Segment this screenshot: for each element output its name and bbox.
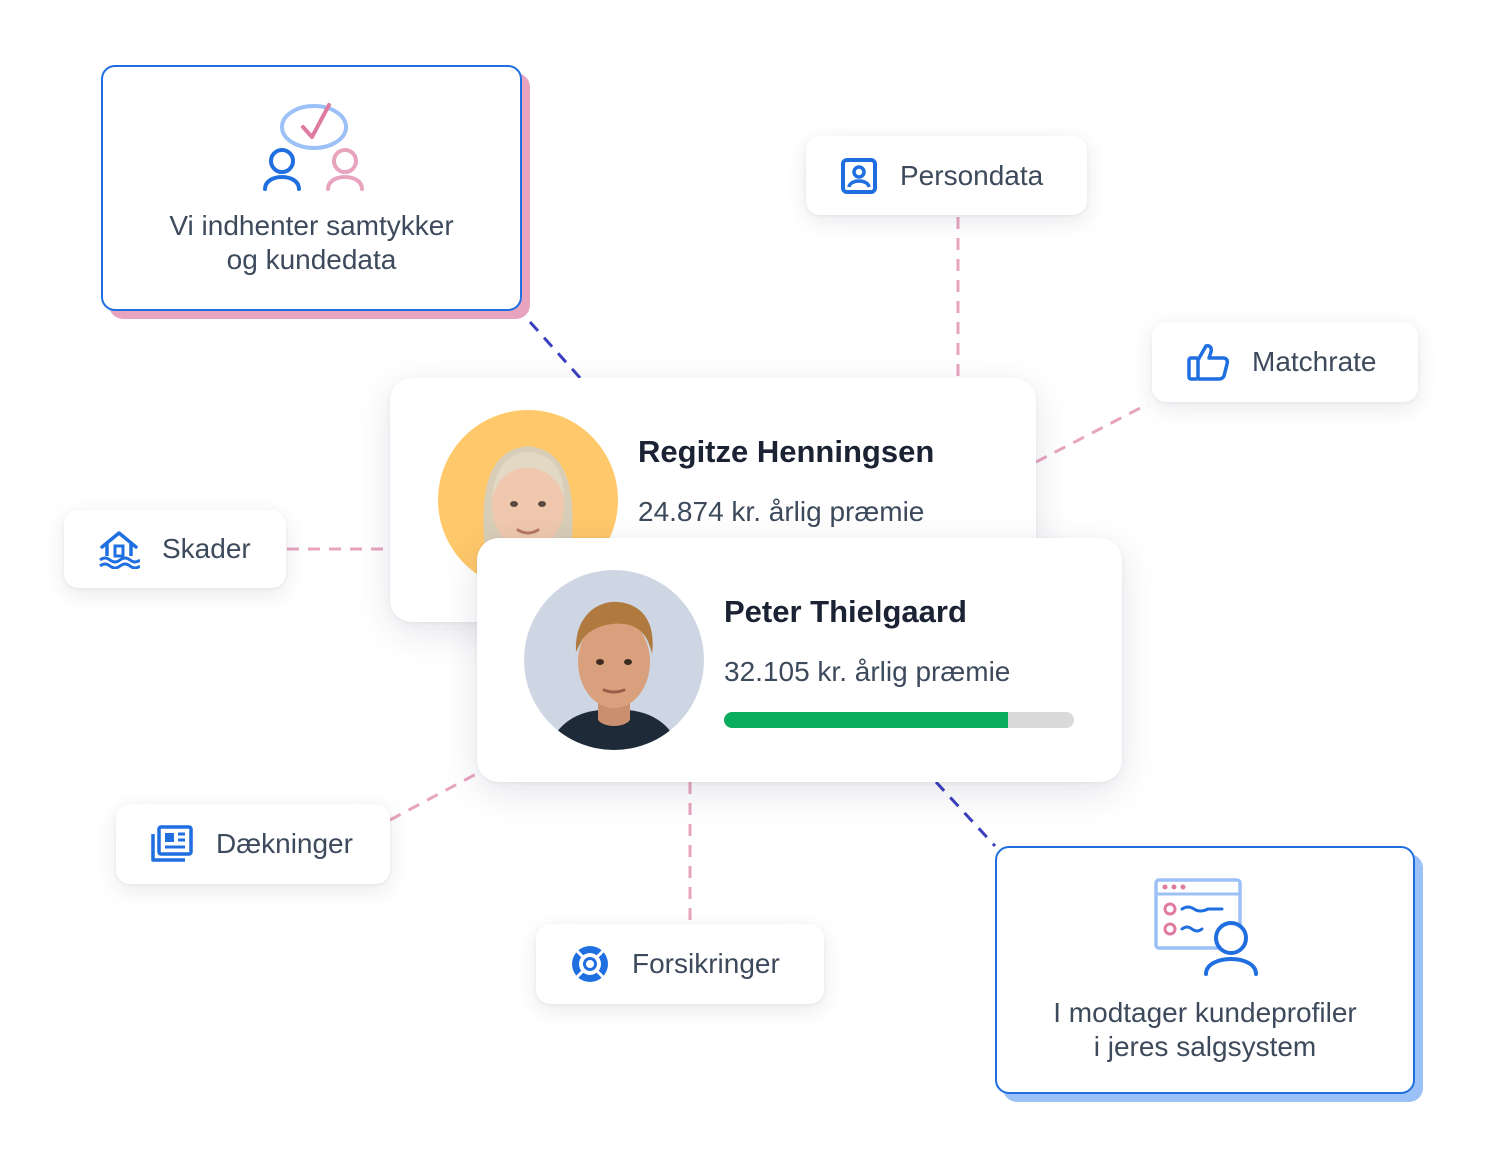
chip-label: Persondata bbox=[900, 159, 1044, 191]
chip-persondata: Persondata bbox=[806, 136, 1087, 215]
consent-people-icon bbox=[262, 103, 364, 191]
connector-consent bbox=[528, 320, 584, 382]
customer-card-peter: Peter Thielgaard 32.105 kr. årlig præmie bbox=[477, 538, 1122, 782]
chip-skader: Skader bbox=[64, 510, 286, 588]
connector-matchrate bbox=[1035, 402, 1149, 464]
chip-label: Matchrate bbox=[1252, 346, 1377, 377]
profile-list-icon bbox=[1154, 878, 1258, 976]
chip-daekninger: Dækninger bbox=[116, 804, 390, 884]
flooded-house-icon bbox=[99, 531, 140, 569]
profiles-callout: I modtager kundeprofiler i jeres salgsys… bbox=[995, 846, 1415, 1094]
avatar-man-photo bbox=[524, 570, 704, 750]
connector-daekninger bbox=[389, 770, 481, 822]
thumbs-up-icon bbox=[1187, 344, 1230, 381]
match-progress-fill bbox=[724, 712, 1008, 728]
coverage-documents-icon bbox=[151, 825, 193, 862]
match-progress-bar bbox=[724, 712, 1074, 728]
chip-label: Skader bbox=[162, 533, 251, 564]
id-card-icon bbox=[841, 157, 877, 194]
chip-label: Forsikringer bbox=[632, 948, 780, 979]
customer-premium: 32.105 kr. årlig præmie bbox=[724, 656, 1011, 687]
chip-matchrate: Matchrate bbox=[1152, 322, 1418, 402]
customer-premium: 24.874 kr. årlig præmie bbox=[638, 496, 925, 527]
profiles-text-line1: I modtager kundeprofiler bbox=[1053, 997, 1357, 1028]
chip-label: Dækninger bbox=[216, 828, 353, 859]
avatar-man bbox=[524, 570, 704, 750]
consent-callout: Vi indhenter samtykker og kundedata bbox=[101, 65, 522, 311]
chip-forsikringer: Forsikringer bbox=[536, 924, 824, 1004]
consent-text-line1: Vi indhenter samtykker bbox=[169, 210, 454, 241]
lifebuoy-icon bbox=[572, 946, 608, 982]
customer-name: Peter Thielgaard bbox=[724, 594, 967, 629]
consent-text-line2: og kundedata bbox=[226, 244, 397, 275]
connector-profiles bbox=[934, 780, 997, 848]
profiles-text-line2: i jeres salgsystem bbox=[1093, 1031, 1317, 1062]
customer-name: Regitze Henningsen bbox=[638, 434, 935, 469]
